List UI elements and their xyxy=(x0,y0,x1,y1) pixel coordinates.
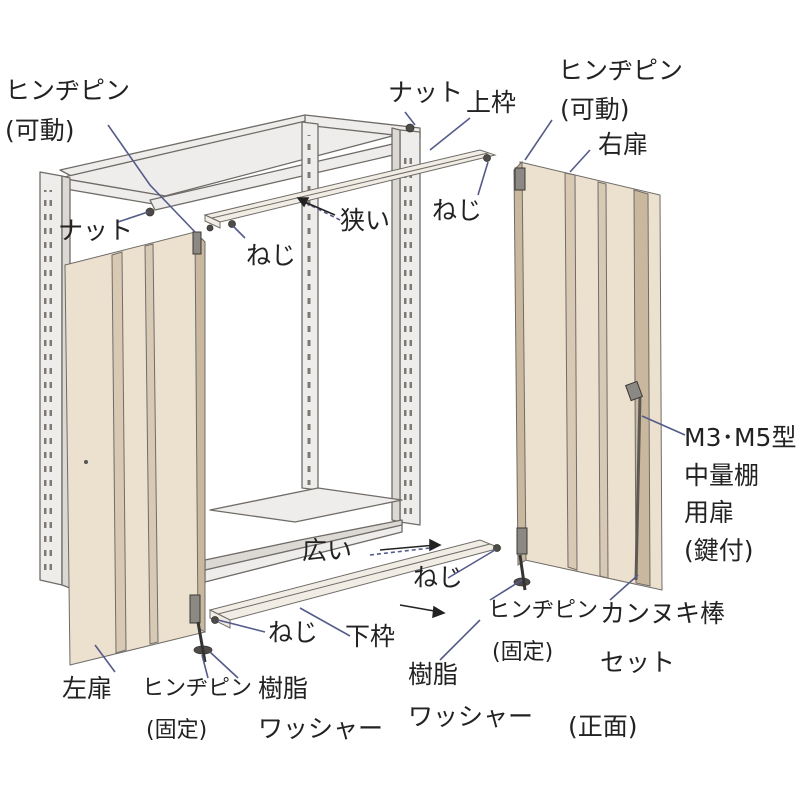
label-resin-washer-center-line2: ワッシャー xyxy=(408,702,534,731)
label-left-door: 左扉 xyxy=(62,674,113,703)
right-door xyxy=(513,160,663,591)
label-movable-top-right: (可動) xyxy=(560,95,630,124)
leader-wide xyxy=(369,547,431,556)
leader-screw-top-left xyxy=(232,225,246,239)
leader-hinge-fixed-left xyxy=(201,654,209,679)
label-fixed-bottom-left: (固定) xyxy=(146,718,208,743)
upper-frame-bar xyxy=(203,149,497,229)
lower-frame-groove xyxy=(217,543,491,615)
leader-nut-top xyxy=(404,111,416,126)
label-hinge-pin-movable-top-right: ヒンヂピン xyxy=(558,56,684,85)
screw-bottom-left xyxy=(211,616,219,624)
left-door-bevel-1 xyxy=(111,251,127,654)
leader-screw-bottom-left xyxy=(217,619,266,633)
label-front-view: (正面) xyxy=(568,712,638,741)
label-right-door: 右扉 xyxy=(598,130,649,159)
right-door-hinge-bottom xyxy=(516,527,528,555)
label-wide: 広い xyxy=(302,536,353,565)
arrow-wide-head xyxy=(429,538,442,552)
right-door-bevel-2 xyxy=(597,181,609,579)
arrow-screw-right-head xyxy=(432,605,446,619)
right-upright-side xyxy=(391,127,401,523)
left-door-lock xyxy=(84,460,88,464)
right-upright-holes xyxy=(404,150,412,515)
bottom-back-rail xyxy=(209,487,403,523)
leader-lines xyxy=(94,111,686,679)
label-resin-washer-left-line2: ワッシャー xyxy=(258,714,384,743)
right-door-bevel-1 xyxy=(564,172,578,571)
leader-right-door xyxy=(569,149,591,173)
leader-latch-set xyxy=(609,574,639,601)
leader-screw-bottom-right xyxy=(447,549,496,579)
label-fixed-bottom-right: (固定) xyxy=(492,640,554,665)
leader-screw-top-right xyxy=(477,161,489,196)
label-screw-top-left: ねじ xyxy=(246,241,297,270)
left-door-right-edge xyxy=(194,230,206,633)
left-door-hinge-bottom xyxy=(189,594,201,624)
screw-bottom-right xyxy=(493,544,501,552)
label-latch-bar-set-line1: カンヌキ棒 xyxy=(600,599,726,628)
label-model-note-line2: 中量棚 xyxy=(684,461,760,490)
leader-hinge-top-left xyxy=(107,124,196,233)
hinge-pin-bottom-left xyxy=(196,621,207,663)
label-screw-bottom-right: ねじ xyxy=(413,563,464,592)
upper-frame-groove xyxy=(211,152,489,219)
label-resin-washer-center-line1: 樹脂 xyxy=(408,660,459,689)
left-door-panel xyxy=(64,231,206,666)
label-hinge-pin-movable-top-left: ヒンヂピン xyxy=(5,76,131,105)
label-nut-top: ナット xyxy=(388,78,464,107)
label-latch-bar-set-line2: セット xyxy=(600,648,676,677)
leader-left-door xyxy=(94,644,116,673)
left-door xyxy=(64,230,206,666)
label-screw-top-right: ねじ xyxy=(432,196,483,225)
upper-frame-front-face xyxy=(204,214,221,229)
nut-top xyxy=(405,123,415,133)
lower-frame-front-face xyxy=(209,609,231,629)
leader-upper-frame xyxy=(429,117,471,151)
right-door-left-edge xyxy=(513,160,527,566)
leader-hinge-top-right xyxy=(524,119,553,161)
label-hinge-pin-fixed-bottom-left: ヒンヂピン xyxy=(142,676,253,701)
left-upright-holes xyxy=(44,190,52,570)
label-resin-washer-left-line1: 樹脂 xyxy=(258,674,309,703)
label-lower-frame: 下枠 xyxy=(345,622,396,651)
leader-lower-frame xyxy=(299,607,351,637)
leader-model-note xyxy=(641,415,686,436)
label-model-note-line1: M3･M5型 xyxy=(684,423,797,452)
leader-nut-left xyxy=(117,211,149,223)
label-hinge-pin-fixed-bottom-right: ヒンヂピン xyxy=(488,598,599,623)
left-door-bevel-2 xyxy=(144,243,159,645)
rear-upright-holes xyxy=(305,135,313,485)
arrow-narrow-head xyxy=(296,197,310,208)
screw-top-right xyxy=(483,154,491,162)
latch-bar xyxy=(634,394,642,581)
label-nut-left: ナット xyxy=(58,216,134,245)
label-movable-top-left: (可動) xyxy=(5,116,75,145)
leader-hinge-fixed-right xyxy=(489,579,523,601)
right-door-hinge-top xyxy=(514,167,526,191)
label-screw-bottom-left: ねじ xyxy=(268,618,319,647)
direction-arrows xyxy=(296,197,446,619)
hinge-pin-bottom-right xyxy=(518,554,527,591)
label-narrow: 狭い xyxy=(340,206,391,235)
label-model-note-line3: 用扉 xyxy=(684,498,735,527)
leader-resin-washer-center xyxy=(439,619,481,661)
arrow-wide-shaft xyxy=(379,544,437,551)
screw-top-left-2 xyxy=(206,224,214,232)
latch-bar-bracket xyxy=(624,380,644,402)
lower-frame-bar xyxy=(208,539,502,629)
fasteners xyxy=(145,123,531,663)
left-door-hinge-top xyxy=(192,231,202,255)
leader-resin-washer-left xyxy=(209,651,239,679)
label-model-note-line4: (鍵付) xyxy=(684,536,754,565)
label-upper-frame: 上枠 xyxy=(466,88,517,117)
